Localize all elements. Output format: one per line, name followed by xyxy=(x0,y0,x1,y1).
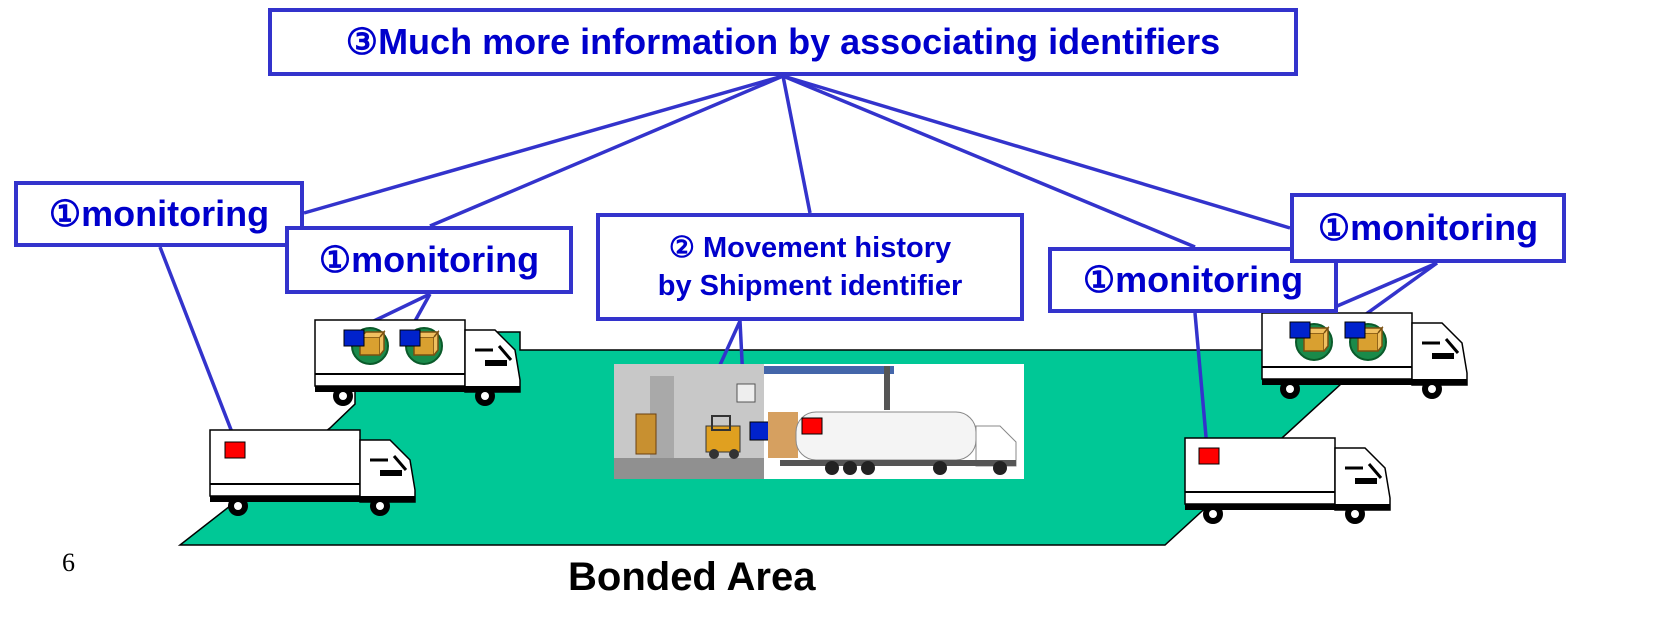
rfid-tag-icon xyxy=(1289,321,1311,339)
movement-line-2: by Shipment identifier xyxy=(657,270,963,302)
warehouse-scene xyxy=(614,364,1024,479)
movement-line-1: ② Movement history xyxy=(668,232,952,264)
forklift-icon xyxy=(705,415,741,459)
monitoring-label: ①monitoring xyxy=(1290,193,1566,263)
rfid-tag-icon xyxy=(1198,447,1220,465)
rfid-tag-icon xyxy=(399,329,421,347)
movement-history-label: ② Movement history by Shipment identifie… xyxy=(596,213,1024,321)
rfid-tag-icon xyxy=(801,417,823,435)
rfid-tag-icon xyxy=(749,421,771,441)
area-label: Bonded Area xyxy=(568,555,816,599)
tanker-truck-icon xyxy=(768,411,1017,475)
monitoring-label: ①monitoring xyxy=(285,226,573,294)
page-number: 6 xyxy=(62,548,75,577)
monitoring-label: ①monitoring xyxy=(1048,247,1338,313)
rfid-tag-icon xyxy=(1344,321,1366,339)
rfid-tag-icon xyxy=(343,329,365,347)
monitoring-label: ①monitoring xyxy=(14,181,304,247)
rfid-tag-icon xyxy=(224,441,246,459)
title-label: ③Much more information by associating id… xyxy=(268,8,1298,76)
